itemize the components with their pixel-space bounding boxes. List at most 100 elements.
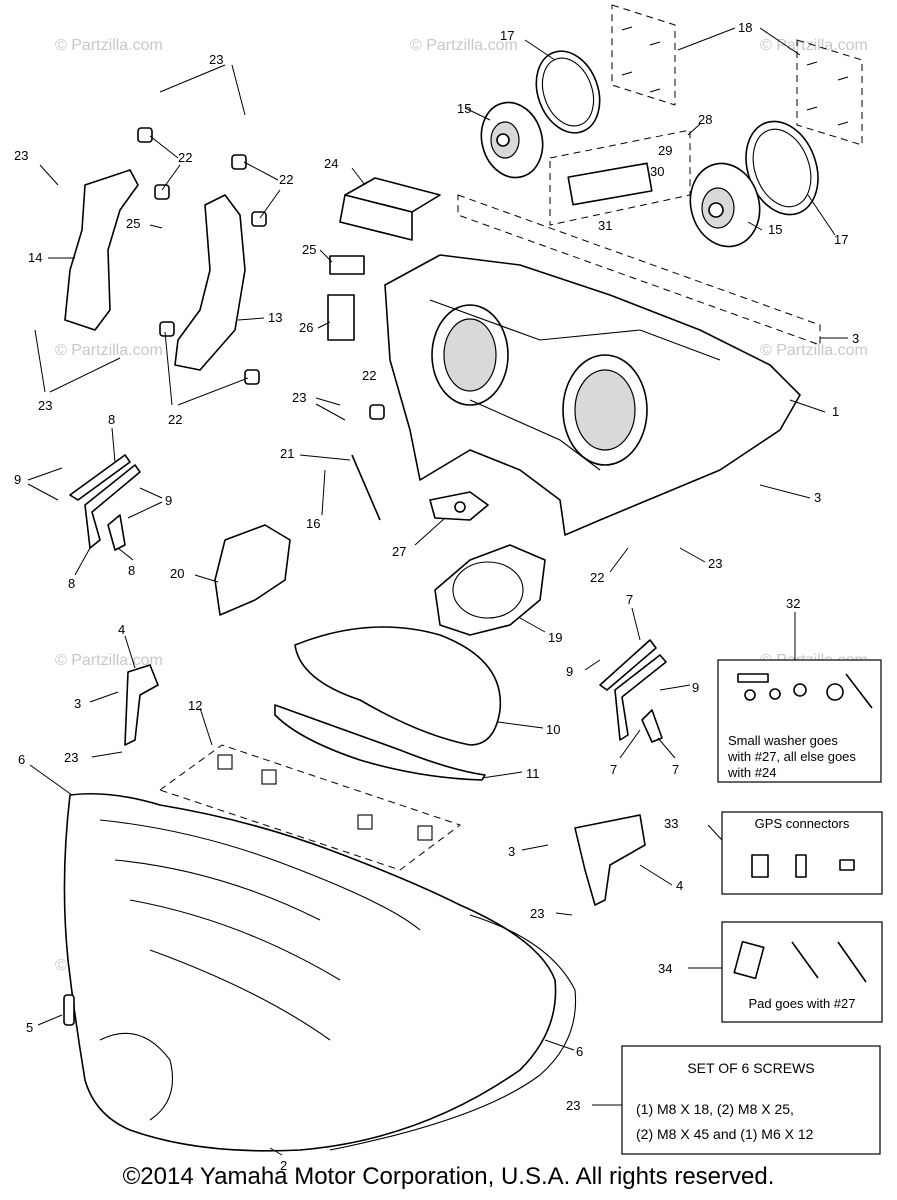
callout-3: 3: [508, 844, 515, 859]
box-23-line-2: (2) M8 X 45 and (1) M6 X 12: [636, 1126, 814, 1142]
leader-lines: [27, 27, 848, 1156]
trim-11: [274, 704, 486, 781]
callout-30: 30: [650, 164, 664, 179]
box-33: GPS connectors: [721, 811, 883, 895]
box-23: SET OF 6 SCREWS (1) M8 X 18, (2) M8 X 25…: [621, 1045, 881, 1155]
speaker-ring-left: [535, 50, 601, 134]
callout-11: 11: [526, 766, 540, 781]
callout-8: 8: [68, 576, 75, 591]
cover-24: [339, 177, 441, 241]
callout-19: 19: [548, 630, 562, 645]
bracket-group-28: [549, 129, 691, 226]
edge-trim-6: [329, 914, 577, 1151]
callout-4: 4: [676, 878, 683, 893]
callout-27: 27: [392, 544, 406, 559]
bracket-26: [327, 294, 355, 341]
callout-24: 24: [324, 156, 338, 171]
callout-18: 18: [738, 20, 752, 35]
watermark: © Partzilla.com: [55, 342, 163, 359]
callout-17: 17: [834, 232, 848, 247]
clip-set-12: [158, 744, 462, 871]
box-34: Pad goes with #27: [721, 921, 883, 1023]
watermark: © Partzilla.com: [760, 342, 868, 359]
callout-6: 6: [576, 1044, 583, 1059]
callout-25: 25: [126, 216, 140, 231]
callout-7: 7: [610, 762, 617, 777]
callout-20: 20: [170, 566, 184, 581]
callout-5: 5: [26, 1020, 33, 1035]
callout-25: 25: [302, 242, 316, 257]
callout-9: 9: [14, 472, 21, 487]
callout-1: 1: [832, 404, 839, 419]
box-32: Small washer goes with #27, all else goe…: [717, 659, 882, 783]
callout-10: 10: [546, 722, 560, 737]
cover-20: [214, 524, 291, 616]
callout-22: 22: [178, 150, 192, 165]
callout-22: 22: [279, 172, 293, 187]
callout-22: 22: [168, 412, 182, 427]
callout-22: 22: [590, 570, 604, 585]
callout-15: 15: [457, 101, 471, 116]
callout-4: 4: [118, 622, 125, 637]
rod-21: [351, 454, 381, 521]
box-34-caption: Pad goes with #27: [749, 996, 856, 1011]
box-32-line-3: with #24: [727, 765, 776, 780]
callout-6: 6: [18, 752, 25, 767]
speaker-right: [689, 162, 761, 248]
callout-29: 29: [658, 143, 672, 158]
box-23-line-1: (1) M8 X 18, (2) M8 X 25,: [636, 1101, 794, 1117]
callout-8: 8: [128, 563, 135, 578]
watermark: © Partzilla.com: [55, 652, 163, 669]
callout-23: 23: [64, 750, 78, 765]
bracket-4-left: [124, 664, 159, 746]
bracket-13: [174, 194, 246, 371]
callout-23: 23: [566, 1098, 580, 1113]
bracket-14: [64, 169, 139, 331]
callout-8: 8: [108, 412, 115, 427]
callout-23: 23: [708, 556, 722, 571]
inner-fairing-1: [384, 254, 801, 536]
callout-23: 23: [38, 398, 52, 413]
callout-16: 16: [306, 516, 320, 531]
callout-2: 2: [280, 1158, 287, 1173]
bracket-4-right: [574, 814, 646, 906]
clip-5: [63, 994, 75, 1026]
callout-28: 28: [698, 112, 712, 127]
callout-34: 34: [658, 961, 672, 976]
bracket-25: [329, 255, 365, 275]
copyright-notice: ©2014 Yamaha Motor Corporation, U.S.A. A…: [122, 1163, 775, 1190]
callout-13: 13: [268, 310, 282, 325]
box-32-line-1: Small washer goes: [728, 733, 838, 748]
speaker-left: [480, 101, 544, 179]
cover-19: [434, 544, 546, 636]
outer-fairing-2: [63, 792, 557, 1152]
box-32-line-2: with #27, all else goes: [727, 749, 856, 764]
callout-15: 15: [768, 222, 782, 237]
watermark: © Partzilla.com: [410, 37, 518, 54]
callout-23: 23: [292, 390, 306, 405]
callout-7: 7: [672, 762, 679, 777]
screw-set-18-right: [796, 39, 863, 146]
hinge-bracket-8: [69, 454, 141, 551]
callout-17: 17: [500, 28, 514, 43]
callout-33: 33: [664, 816, 678, 831]
callout-23: 23: [209, 52, 223, 67]
callouts: 17 18 28 29 30 15 15 17 31 24 25 26 3 1 …: [14, 20, 859, 1173]
callout-3: 3: [814, 490, 821, 505]
box-23-title: SET OF 6 SCREWS: [687, 1060, 814, 1076]
bracket-27: [429, 491, 489, 521]
watermark: © Partzilla.com: [55, 37, 163, 54]
callout-12: 12: [188, 698, 202, 713]
screw-row-3: [457, 194, 821, 346]
callout-23: 23: [530, 906, 544, 921]
bushings-22: [137, 127, 385, 420]
callout-22: 22: [362, 368, 376, 383]
screw-set-18-left: [611, 4, 676, 106]
callout-23: 23: [14, 148, 28, 163]
hinge-bracket-7: [599, 639, 667, 743]
callout-3: 3: [852, 331, 859, 346]
callout-14: 14: [28, 250, 42, 265]
callout-21: 21: [280, 446, 294, 461]
callout-3: 3: [74, 696, 81, 711]
